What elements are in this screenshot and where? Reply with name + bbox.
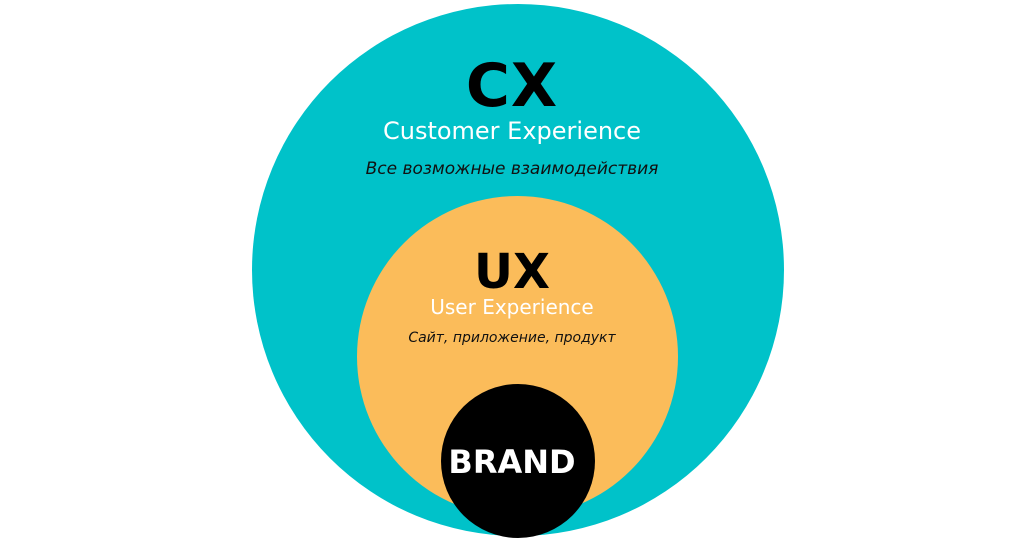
ux-description: Сайт, приложение, продукт (408, 330, 616, 346)
cx-description: Все возможные взаимодействия (365, 159, 659, 179)
brand-label: BRAND (448, 443, 576, 481)
brand-circle (441, 384, 595, 538)
cx-title: CX (465, 51, 559, 121)
ux-subtitle: User Experience (430, 295, 594, 319)
cx-subtitle: Customer Experience (382, 117, 642, 145)
ux-title: UX (474, 244, 550, 300)
